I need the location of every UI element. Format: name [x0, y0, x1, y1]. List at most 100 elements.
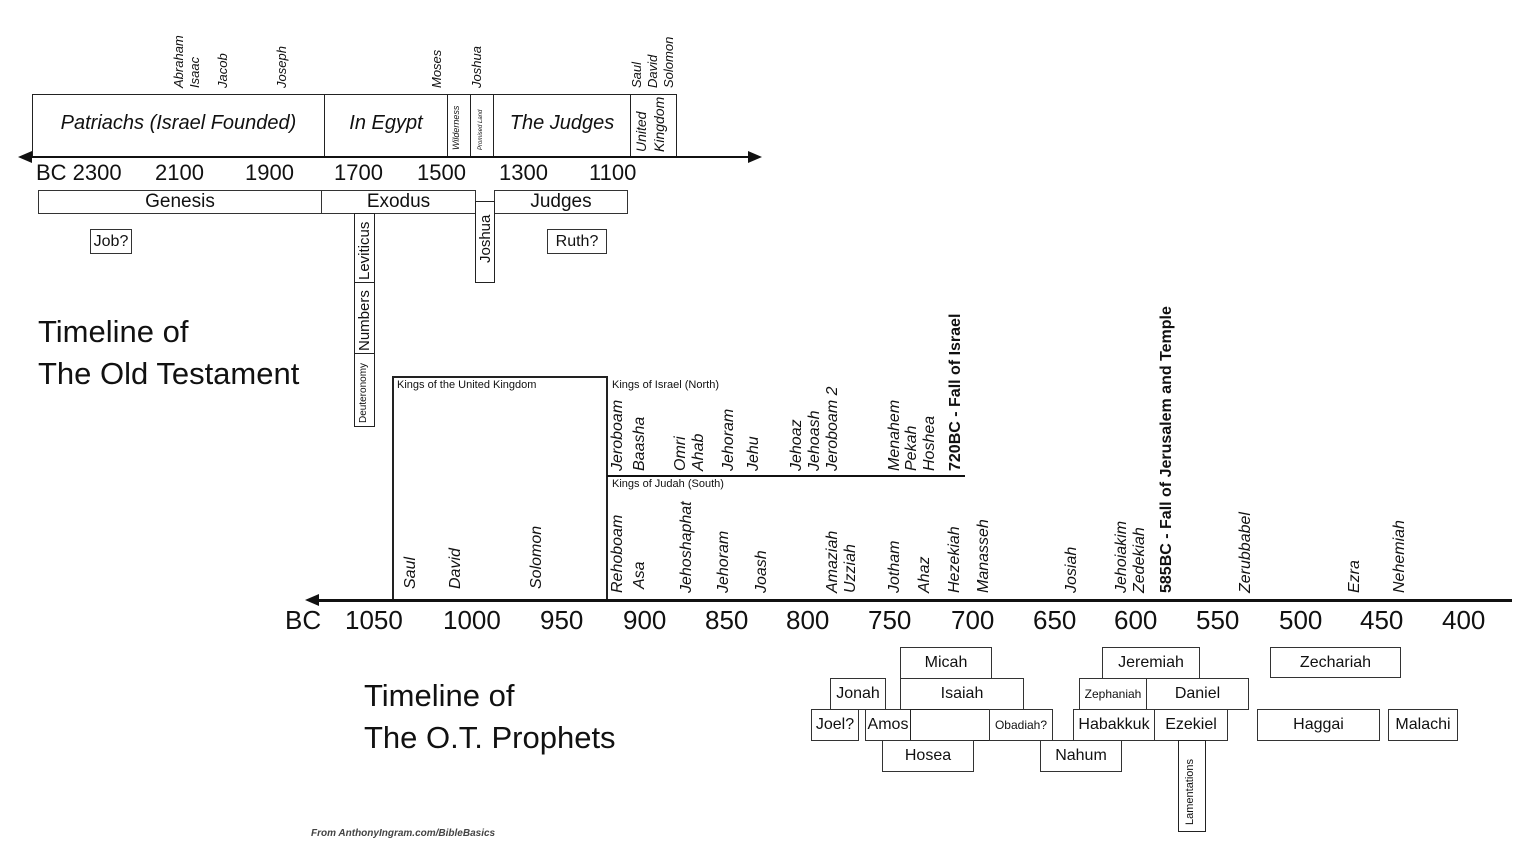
bottom-tick-1000: 1000	[443, 605, 501, 635]
united-kingdom-box	[392, 376, 608, 601]
fall-of-jerusalem: 585BC - Fall of Jerusalem and Temple	[1158, 306, 1175, 593]
israel-king-omri: Omri	[672, 436, 689, 471]
book-numbers: Numbers	[356, 290, 373, 351]
bottom-tick-550: 550	[1196, 605, 1240, 635]
judah-king-manasseh: Manasseh	[975, 519, 992, 593]
top-tick-1100: 1100	[589, 160, 637, 185]
era-judges: The Judges	[509, 112, 615, 134]
israel-king-menahem: Menahem	[886, 399, 903, 471]
prophet-obadiah: Obadiah?	[989, 709, 1053, 741]
bottom-tick-1050: 1050	[345, 605, 403, 635]
united-kingdom-label: Kings of the United Kingdom	[397, 379, 537, 391]
bottom-tick-600: 600	[1114, 605, 1158, 635]
judah-king-asa: Asa	[631, 561, 648, 589]
top-tick-2300: BC 2300	[36, 160, 122, 185]
bottom-tick-bc: BC	[285, 605, 322, 635]
judah-king-jotham: Jotham	[886, 540, 903, 593]
judah-king-jehoram: Jehoram	[715, 530, 732, 593]
prophets-title-line1: Timeline of	[364, 678, 515, 713]
top-tick-1700: 1700	[334, 160, 383, 185]
bottom-tick-900: 900	[623, 605, 667, 635]
judah-kings-label: Kings of Judah (South)	[612, 478, 724, 490]
person-jacob: Jacob	[215, 53, 230, 88]
judah-king-uzziah: Uzziah	[842, 544, 859, 593]
judah-king-jehoshaphat: Jehoshaphat	[678, 501, 695, 593]
israel-king-pekah: Pekah	[903, 425, 920, 471]
prophet-zechariah: Zechariah	[1270, 647, 1401, 678]
bottom-axis-arrow-left	[305, 594, 319, 606]
bottom-tick-850: 850	[705, 605, 749, 635]
judah-king-jehoiakim: Jehoiakim	[1113, 520, 1130, 593]
prophet-daniel: Daniel	[1146, 678, 1249, 710]
israel-king-jehoaz: Jehoaz	[788, 419, 805, 471]
person-saul: Saul	[629, 61, 644, 88]
top-tick-2100: 2100	[155, 160, 204, 185]
person-abraham: Abraham	[171, 35, 186, 88]
bottom-tick-700: 700	[951, 605, 995, 635]
king-solomon: Solomon	[528, 525, 545, 589]
prophet-malachi: Malachi	[1388, 709, 1458, 741]
person-moses: Moses	[429, 49, 444, 88]
prophet-haggai: Haggai	[1257, 709, 1380, 741]
fall-of-israel: 720BC - Fall of Israel	[947, 313, 964, 471]
book-judges: Judges	[494, 190, 628, 214]
isaiah-extension-box	[910, 709, 990, 741]
book-joshua: Joshua	[477, 214, 494, 263]
israel-king-hoshea: Hoshea	[921, 415, 938, 471]
judah-king-zedekiah: Zedekiah	[1131, 527, 1148, 593]
person-solomon: Solomon	[661, 36, 676, 88]
bottom-tick-950: 950	[540, 605, 584, 635]
judah-divider	[607, 475, 965, 477]
prophet-ezekiel: Ezekiel	[1154, 709, 1228, 741]
leader-ezra: Ezra	[1346, 560, 1363, 593]
prophet-amos: Amos	[865, 709, 911, 741]
prophet-joel: Joel?	[811, 709, 859, 741]
israel-king-jehoram: Jehoram	[720, 408, 737, 471]
book-deuteronomy: Deuteronomy	[358, 362, 369, 423]
top-axis-arrow-left	[18, 151, 32, 163]
prophet-jonah: Jonah	[830, 678, 886, 710]
era-wilderness-box	[447, 94, 471, 157]
top-tick-1500: 1500	[417, 160, 466, 185]
judah-king-hezekiah: Hezekiah	[946, 526, 963, 593]
prophets-title: Timeline of The O.T. Prophets	[364, 675, 616, 759]
israel-king-ahab: Ahab	[690, 433, 707, 471]
israel-king-jehu: Jehu	[745, 436, 762, 471]
bottom-tick-750: 750	[868, 605, 912, 635]
bottom-axis-line	[316, 599, 1512, 602]
judah-king-josiah: Josiah	[1063, 546, 1080, 593]
book-leviticus: Leviticus	[356, 221, 373, 280]
book-deuteronomy-box	[354, 353, 375, 427]
prophets-title-line2: The O.T. Prophets	[364, 720, 616, 755]
ot-title-line1: Timeline of	[38, 314, 189, 349]
prophet-isaiah: Isaiah	[900, 678, 1024, 710]
israel-king-jehoash: Jehoash	[806, 410, 823, 472]
top-axis-arrow-right	[748, 151, 762, 163]
book-joshua-box	[475, 201, 495, 283]
judah-king-ahaz: Ahaz	[916, 556, 933, 593]
ot-title: Timeline of The Old Testament	[38, 311, 299, 395]
bottom-tick-800: 800	[786, 605, 830, 635]
person-david: David	[645, 54, 660, 88]
prophet-habakkuk: Habakkuk	[1073, 709, 1155, 741]
leader-nehemiah: Nehemiah	[1391, 520, 1408, 593]
era-egypt: In Egypt	[349, 112, 423, 134]
judah-king-rehoboam: Rehoboam	[609, 514, 626, 593]
era-united-2: Kingdom	[651, 96, 667, 152]
person-isaac: Isaac	[187, 56, 202, 88]
book-job: Job?	[90, 229, 132, 254]
era-patriarchs: Patriachs (Israel Founded)	[60, 112, 297, 134]
king-saul: Saul	[402, 556, 419, 589]
person-joshua: Joshua	[469, 46, 484, 88]
israel-king-jeroboam-2: Jeroboam 2	[824, 386, 841, 472]
ot-title-line2: The Old Testament	[38, 356, 300, 391]
israel-king-jeroboam: Jeroboam	[609, 399, 626, 471]
prophet-lamentations: Lamentations	[1184, 758, 1196, 825]
israel-kings-label: Kings of Israel (North)	[612, 379, 719, 391]
era-patriarchs-box	[32, 94, 325, 157]
top-tick-1300: 1300	[499, 160, 548, 185]
bottom-tick-650: 650	[1033, 605, 1077, 635]
era-promised: Promised Land	[478, 109, 484, 150]
prophet-micah: Micah	[900, 647, 992, 679]
prophet-nahum: Nahum	[1040, 740, 1122, 772]
